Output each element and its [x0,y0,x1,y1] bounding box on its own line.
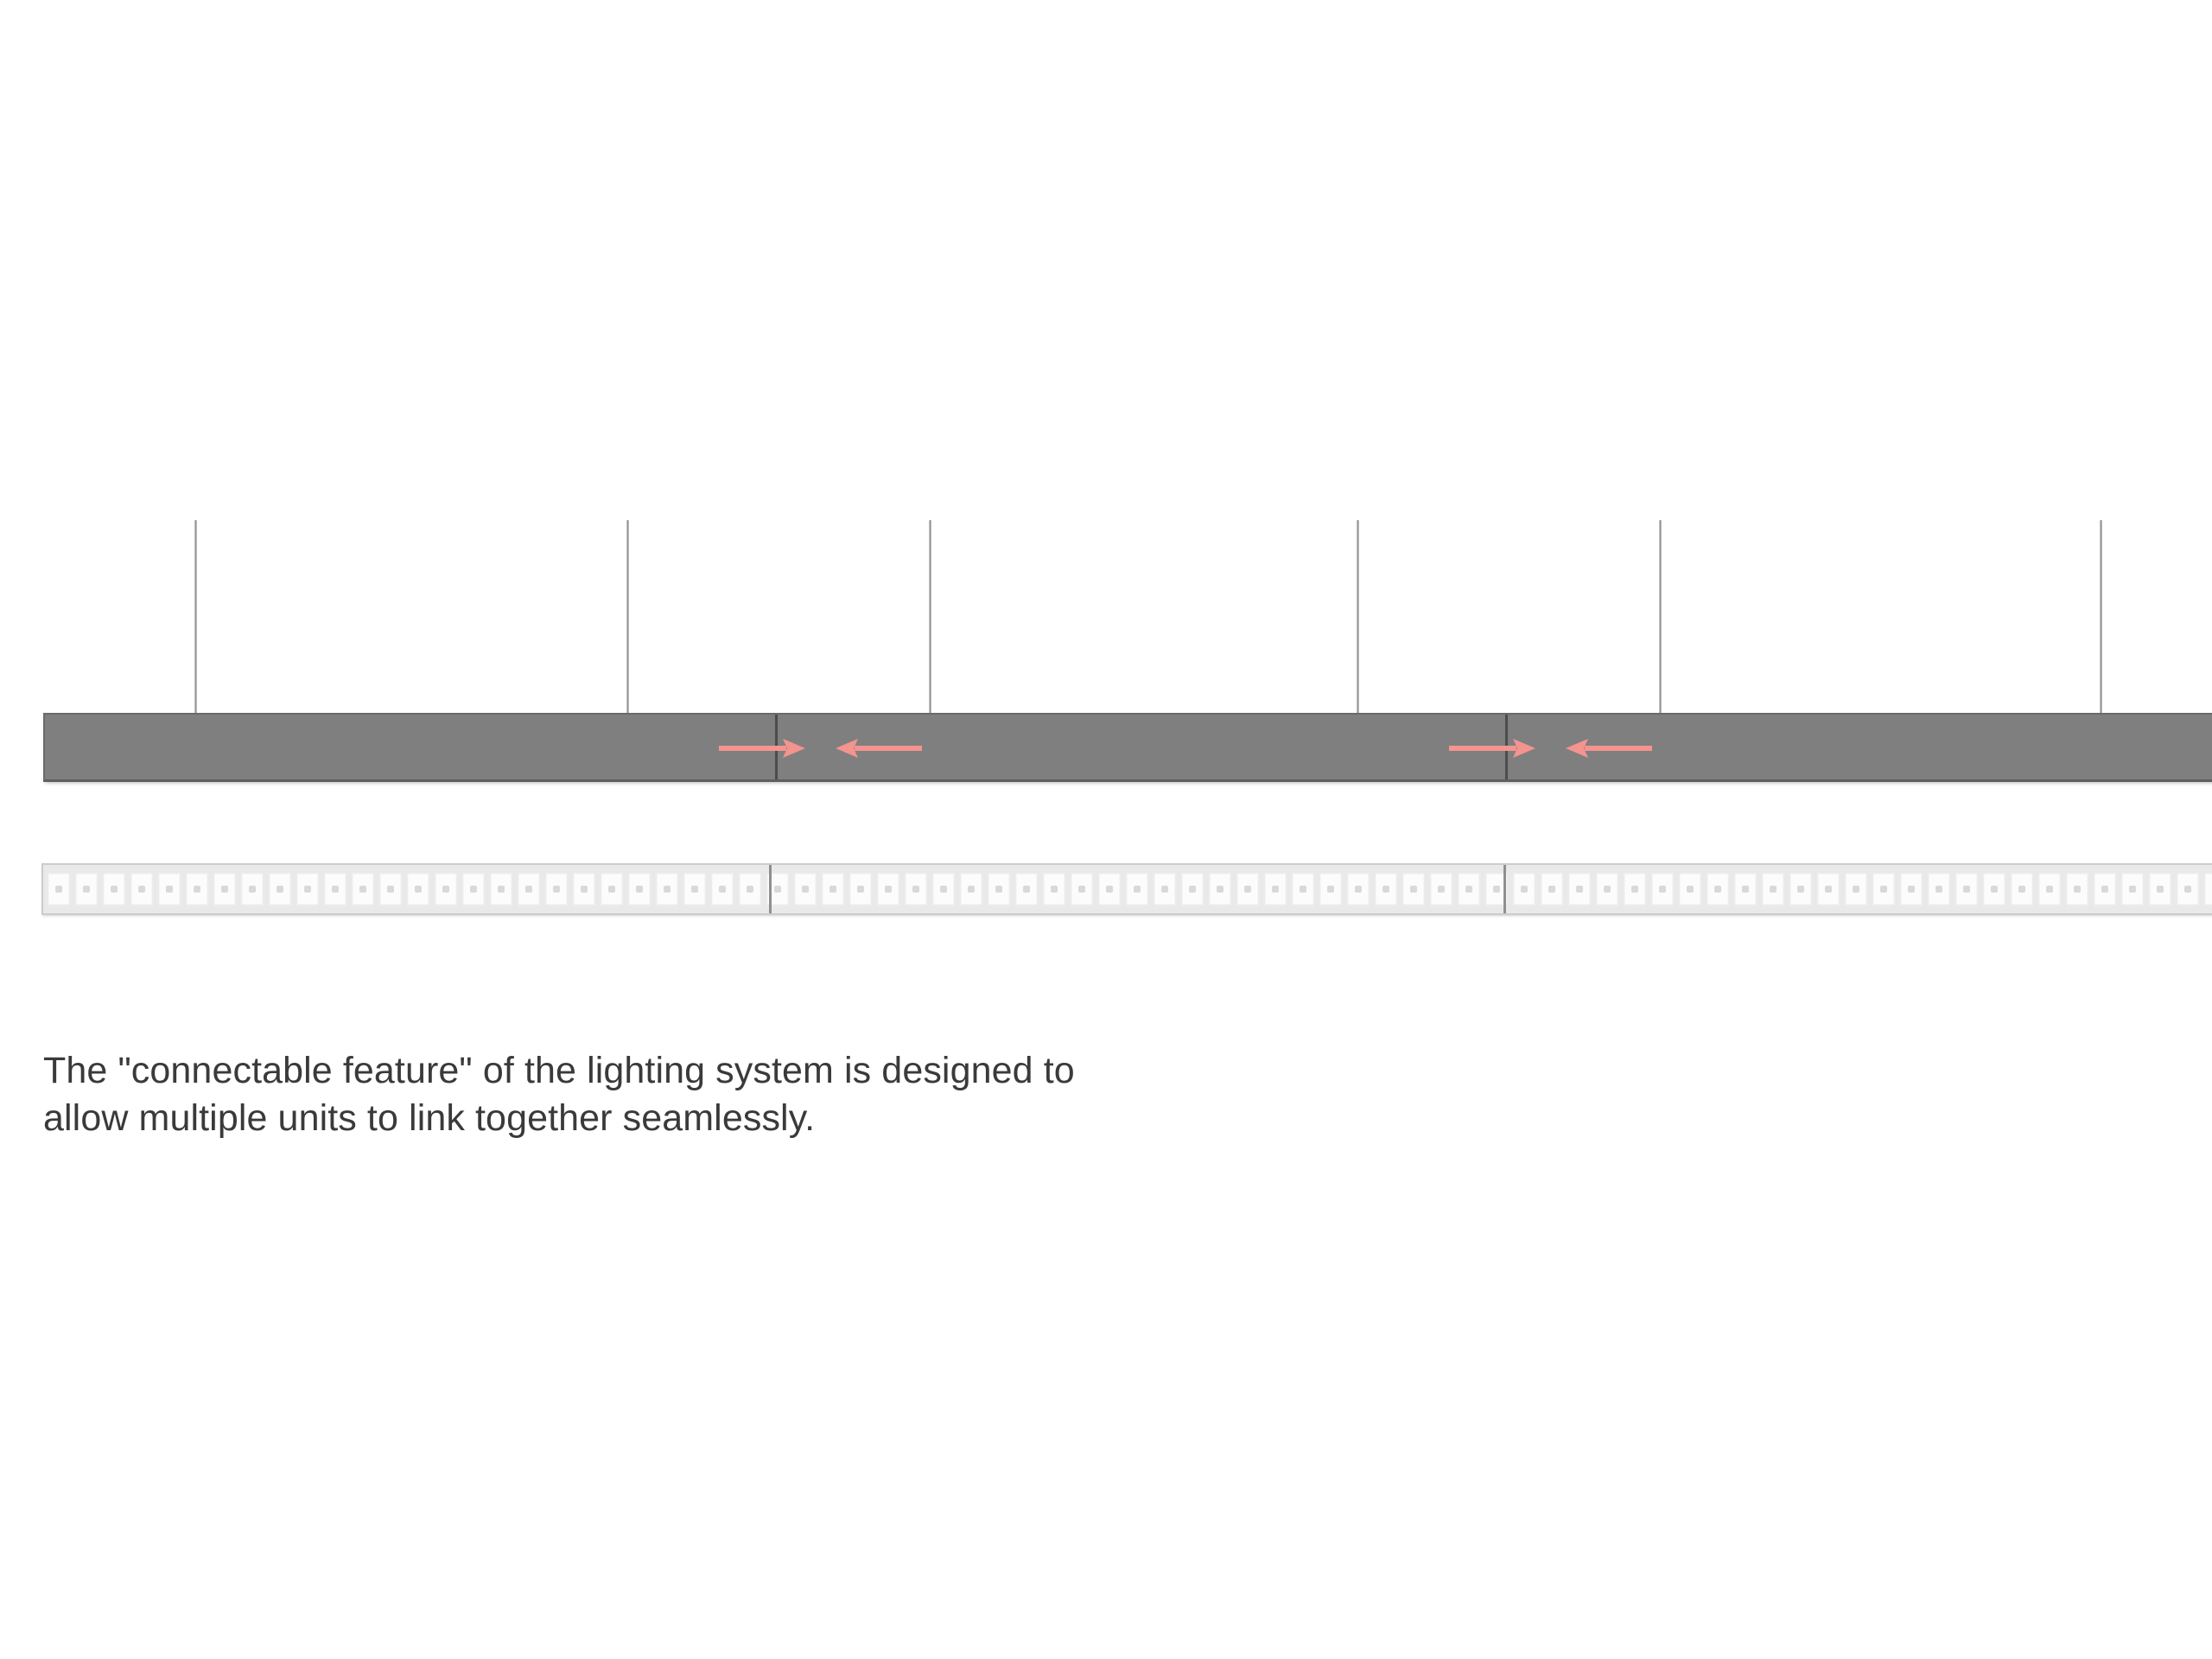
led-strip [41,863,2212,915]
led-chip [1955,872,1979,906]
led-chip [544,872,569,906]
led-chip [1319,872,1343,906]
led-chip [572,872,596,906]
led-chip [2093,872,2117,906]
led-chip [1429,872,1453,906]
led-chip [378,872,403,906]
direction-arrow-right-icon [1449,735,1535,761]
led-chip [821,872,845,906]
led-chip-row [47,869,2212,909]
led-chip [1125,872,1149,906]
led-chip [987,872,1011,906]
led-chip [1650,872,1675,906]
led-chip [1678,872,1702,906]
led-chip [1263,872,1287,906]
led-chip [1761,872,1785,906]
led-chip [323,872,347,906]
led-chip [2037,872,2062,906]
led-chip [1180,872,1205,906]
led-chip [1872,872,1896,906]
led-chip [489,872,513,906]
led-chip [2065,872,2089,906]
suspension-cable-group [0,0,2212,717]
led-chip [517,872,541,906]
led-chip [74,872,99,906]
led-chip [2148,872,2172,906]
led-chip [1236,872,1260,906]
suspension-cable [1357,520,1359,713]
led-chip [406,872,430,906]
led-chip [2120,872,2145,906]
led-chip [1623,872,1647,906]
led-chip [1457,872,1481,906]
led-chip [1512,872,1536,906]
led-chip [1070,872,1094,906]
led-chip [1816,872,1840,906]
led-chip [710,872,734,906]
direction-arrow-left-icon [836,735,922,761]
led-chip [1153,872,1177,906]
led-chip [351,872,375,906]
led-chip [1982,872,2006,906]
led-chip [1567,872,1592,906]
led-chip [793,872,817,906]
caption-text: The "connectable feature" of the lightin… [43,1050,1075,1140]
led-chip [1402,872,1426,906]
led-chip [600,872,624,906]
led-chip [434,872,458,906]
led-chip [213,872,237,906]
led-chip [1595,872,1619,906]
led-chip [1844,872,1868,906]
led-chip [157,872,181,906]
led-chip [2176,872,2200,906]
led-chip [130,872,154,906]
led-chip [959,872,983,906]
led-strip-joint-seam [1503,865,1506,913]
suspension-cable [194,520,197,713]
led-chip [683,872,707,906]
direction-arrow-left-icon [1566,735,1652,761]
led-chip [655,872,679,906]
led-chip [904,872,928,906]
led-chip [1208,872,1232,906]
led-strip-joint-seam [769,865,772,913]
led-chip [1540,872,1564,906]
led-chip [1014,872,1039,906]
led-chip [1097,872,1122,906]
led-chip [1291,872,1315,906]
led-chip [738,872,762,906]
led-chip [461,872,486,906]
direction-arrow-right-icon [719,735,805,761]
led-chip [849,872,873,906]
led-chip [268,872,292,906]
led-chip [876,872,900,906]
led-chip [47,872,71,906]
led-chip [1899,872,1923,906]
led-chip [240,872,264,906]
led-chip [185,872,209,906]
led-chip [1042,872,1066,906]
led-chip [296,872,320,906]
led-chip [1706,872,1730,906]
led-chip [1374,872,1398,906]
led-chip [2010,872,2034,906]
led-chip [102,872,126,906]
suspension-cable [2100,520,2102,713]
led-chip [931,872,956,906]
led-chip [2203,872,2212,906]
led-chip [627,872,652,906]
light-fixture-bar [43,713,2212,782]
led-chip [1927,872,1951,906]
led-chip [1789,872,1813,906]
led-chip [1733,872,1758,906]
led-chip [1346,872,1370,906]
suspension-cable [626,520,629,713]
suspension-cable [1659,520,1662,713]
suspension-cable [929,520,931,713]
